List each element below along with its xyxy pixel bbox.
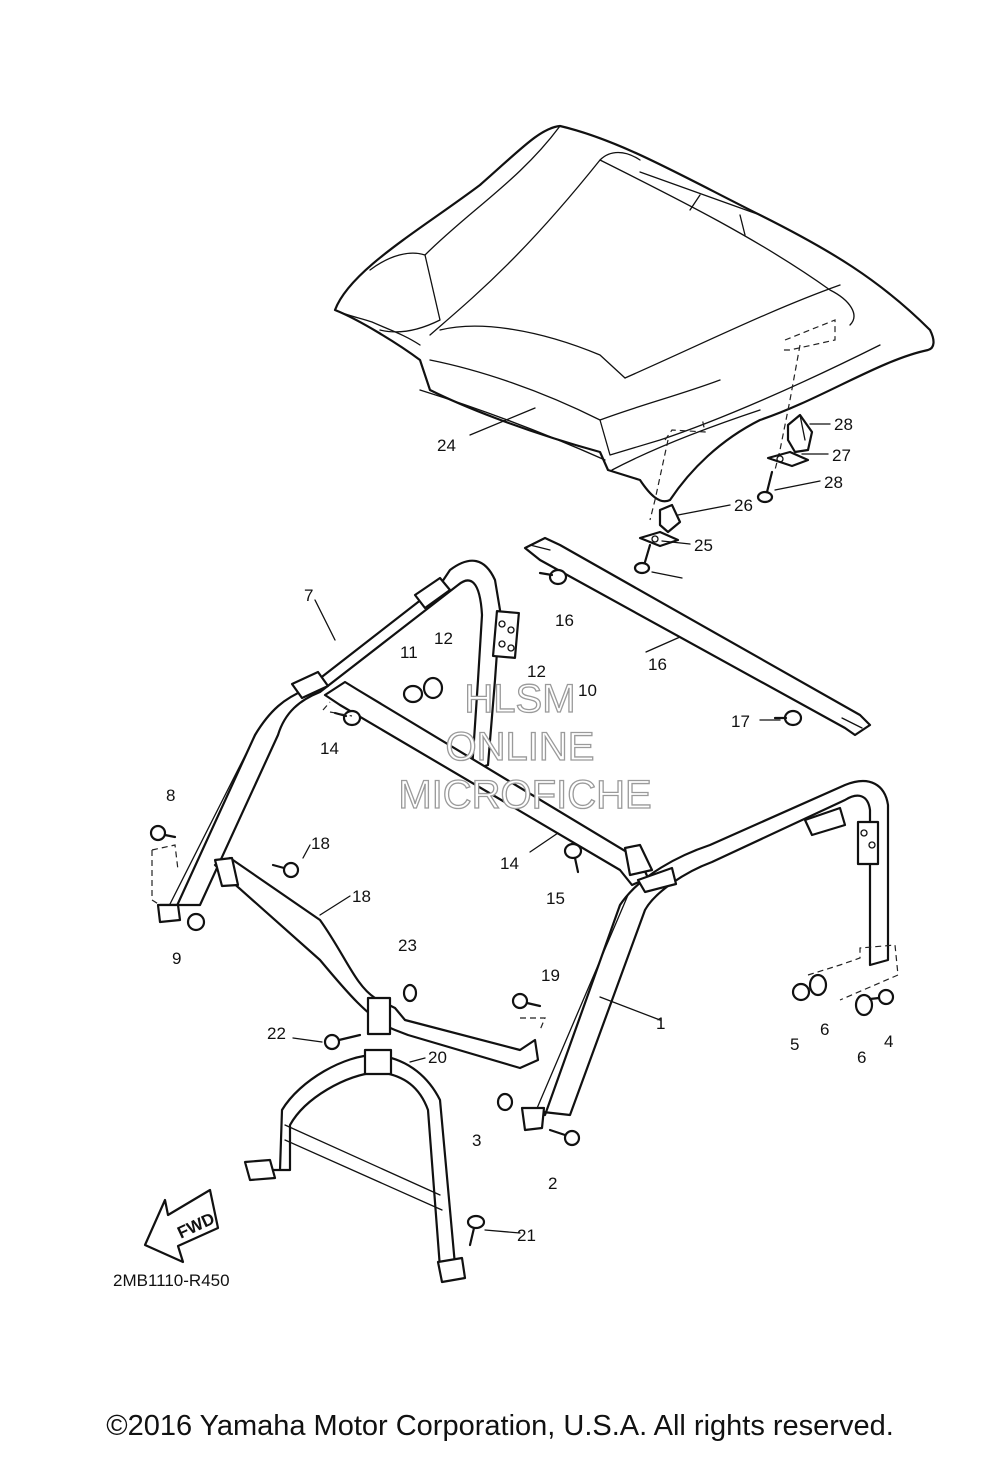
callout-22: 23	[398, 936, 417, 955]
bolt-21	[323, 1033, 362, 1051]
callout-23: 24	[437, 436, 456, 455]
roof-panel	[333, 124, 935, 521]
bracket-27	[786, 413, 814, 454]
callout-20: 21	[517, 1226, 536, 1245]
callout-25: 26	[734, 496, 753, 515]
bolt-14-left	[333, 709, 362, 727]
callout-11: 11	[400, 643, 418, 662]
center-support-19	[243, 1048, 467, 1284]
callout-24: 25	[694, 536, 713, 555]
watermark-line-3: MICROFICHE	[398, 773, 651, 817]
screw-28-right	[756, 470, 774, 504]
callouts: 24 28 27 28 26 25 7 16 12 11 16 12 10 17…	[166, 415, 893, 1245]
leader-lines	[292, 407, 831, 1234]
diagram-code: 2MB1110-R450	[113, 1271, 230, 1290]
callout-16-top: 16	[555, 611, 574, 630]
rear-upper-bar-15	[523, 536, 872, 737]
bracket-26	[766, 450, 810, 468]
callout-21: 22	[267, 1024, 286, 1043]
callout-16-right: 17	[731, 712, 750, 731]
nut-9	[186, 912, 206, 932]
callout-28-right: 28	[824, 473, 843, 492]
callout-9: 9	[172, 949, 181, 968]
callout-26: 27	[832, 446, 851, 465]
callout-5: 5	[790, 1035, 799, 1054]
bolt-14-right	[563, 842, 583, 874]
forward-direction-arrow: FWD	[143, 1188, 220, 1264]
copyright-notice: ©2016 Yamaha Motor Corporation, U.S.A. A…	[106, 1410, 894, 1442]
callout-7: 7	[304, 586, 313, 605]
callout-13: 14	[500, 854, 519, 873]
front-lower-bar-17	[213, 856, 540, 1070]
callout-12-right: 12	[527, 662, 546, 681]
callout-6-top: 6	[820, 1020, 829, 1039]
washer-6-top	[808, 973, 828, 997]
collar-22	[402, 983, 418, 1003]
nut-11	[402, 684, 424, 704]
callout-17: 18	[352, 887, 371, 906]
washer-6-bottom	[854, 993, 874, 1017]
nut-5	[791, 982, 811, 1002]
callout-2: 2	[548, 1174, 557, 1193]
callout-27: 28	[834, 415, 853, 434]
left-roll-bar-7	[156, 559, 520, 924]
callout-18-right: 19	[541, 966, 560, 985]
bolt-16-top	[538, 568, 568, 586]
callout-19: 20	[428, 1048, 447, 1067]
watermark-line-2: ONLINE	[446, 725, 595, 769]
callout-1: 1	[656, 1014, 665, 1033]
front-upper-bar-13	[323, 680, 654, 887]
bolt-16-right	[773, 709, 803, 727]
bolt-4	[868, 988, 895, 1006]
callout-4: 4	[884, 1032, 893, 1051]
bolt-20	[466, 1214, 486, 1247]
callout-15: 16	[648, 655, 667, 674]
callout-10: 10	[578, 681, 597, 700]
watermark: HLSM ONLINE MICROFICHE	[398, 676, 653, 817]
washer-3	[496, 1092, 514, 1112]
callout-3: 3	[472, 1131, 481, 1150]
right-roll-bar-1	[520, 780, 890, 1132]
callout-6-bottom: 6	[857, 1048, 866, 1067]
callout-14-right: 15	[546, 889, 565, 908]
callout-14-left: 14	[320, 739, 339, 758]
bolt-18-left	[271, 861, 300, 879]
callout-12-left: 12	[434, 629, 453, 648]
bracket-24	[638, 530, 680, 548]
screw-28-left	[633, 543, 652, 575]
watermark-line-1: HLSM	[464, 677, 575, 721]
callout-18-left: 18	[311, 834, 330, 853]
washer-12	[422, 676, 444, 700]
bolt-2	[548, 1128, 581, 1147]
bolt-18-right	[511, 992, 542, 1010]
bolt-8	[149, 824, 177, 842]
callout-8: 8	[166, 786, 175, 805]
bracket-25	[658, 503, 682, 534]
